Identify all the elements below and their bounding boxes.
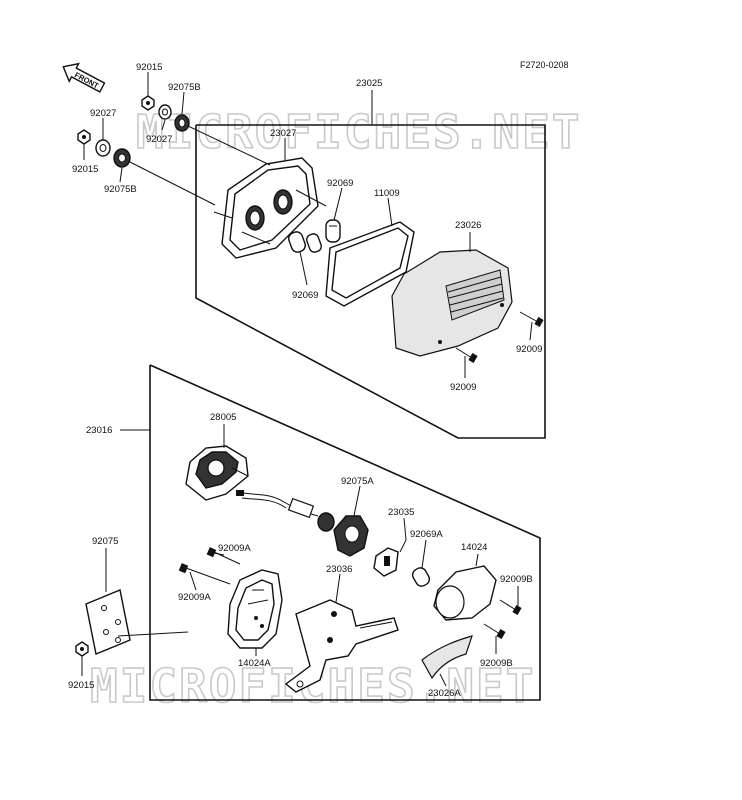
lens-23026 <box>391 249 513 357</box>
label-23026: 23026 <box>455 220 481 231</box>
reflector-base-14024A <box>227 569 283 649</box>
label-92015-top: 92015 <box>136 62 162 73</box>
bracket-23036 <box>284 599 399 693</box>
label-23035: 23035 <box>388 507 414 518</box>
nut-92015-left <box>77 129 91 145</box>
label-11009: 11009 <box>374 188 400 199</box>
watermark-top: MICROFICHES.NET <box>136 105 581 159</box>
base-plate-23027 <box>213 157 327 259</box>
lens-23026A <box>421 635 473 680</box>
label-14024: 14024 <box>461 542 487 553</box>
label-92075B-left: 92075B <box>104 184 137 195</box>
label-14024A: 14024A <box>238 658 271 669</box>
assembly-23025-outline <box>195 124 546 439</box>
gasket-11009 <box>325 221 415 307</box>
label-92027-right: 92027 <box>146 134 172 145</box>
screw-92009-bottom <box>455 347 478 363</box>
screw-92009B-lower <box>483 623 506 639</box>
label-92069-lower: 92069 <box>292 290 318 301</box>
label-28005: 28005 <box>210 412 236 423</box>
label-23016: 23016 <box>86 425 112 436</box>
socket-23035 <box>373 547 399 577</box>
assembly-23025 <box>195 124 546 439</box>
label-92009B-upper: 92009B <box>500 574 533 585</box>
bulb-92069-lower <box>287 231 323 253</box>
label-92009-right: 92009 <box>516 344 542 355</box>
socket-92075A <box>333 515 369 557</box>
label-92027-left: 92027 <box>90 108 116 119</box>
nut-92015-top <box>141 95 155 111</box>
label-92015-left: 92015 <box>72 164 98 175</box>
assembly-23016-outline <box>149 364 541 701</box>
label-92009A-upper: 92009A <box>218 543 251 554</box>
bulb-92069-upper <box>325 219 341 243</box>
label-92015-bottom: 92015 <box>68 680 94 691</box>
nut-92015-bottom <box>75 641 89 657</box>
label-92075: 92075 <box>92 536 118 547</box>
label-23027: 23027 <box>270 128 296 139</box>
leader-top-stud <box>187 125 271 166</box>
lamp-14024 <box>433 565 497 621</box>
bulb-92069A <box>411 567 431 587</box>
label-92069A: 92069A <box>410 529 443 540</box>
assembly-23016 <box>149 364 541 701</box>
label-92069-upper: 92069 <box>327 178 353 189</box>
housing-28005 <box>185 445 249 501</box>
collar-92027-left <box>95 139 111 157</box>
label-92009-bottom: 92009 <box>450 382 476 393</box>
label-92075A: 92075A <box>341 476 374 487</box>
screw-92009B-upper <box>499 599 522 615</box>
wire-harness <box>236 490 335 532</box>
leader-left-stud <box>129 161 216 206</box>
grommet-92075B-left <box>113 148 131 168</box>
plate-92075 <box>85 589 131 655</box>
collar-92027-right <box>158 104 172 120</box>
grommet-92075B-top <box>174 114 190 132</box>
label-23036: 23036 <box>326 564 352 575</box>
label-92009B-lower: 92009B <box>480 658 513 669</box>
screw-92009-right <box>519 311 544 327</box>
label-92009A-lower: 92009A <box>178 592 211 603</box>
figure-code: F2720-0208 <box>520 60 569 70</box>
front-arrow-icon: FRONT <box>62 62 106 93</box>
label-23026A: 23026A <box>428 688 461 699</box>
screw-92009A-lower <box>178 563 231 585</box>
label-23025: 23025 <box>356 78 382 89</box>
label-92075B-top: 92075B <box>168 82 201 93</box>
